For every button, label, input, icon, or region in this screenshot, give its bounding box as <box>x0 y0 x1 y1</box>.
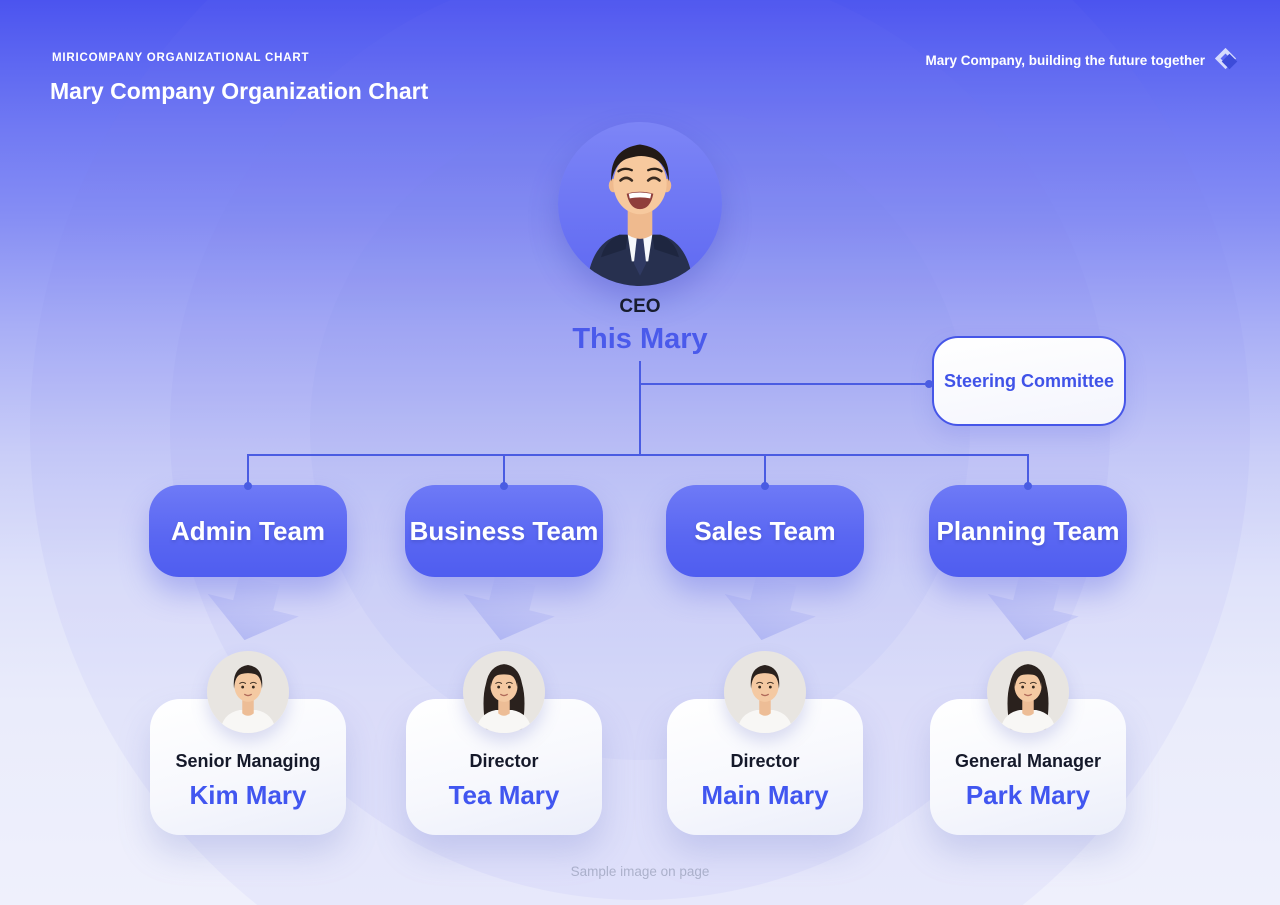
connector-dot-steering <box>925 380 933 388</box>
member-role: General Manager <box>954 751 1102 771</box>
member-name: Tea Mary <box>448 780 560 810</box>
ceo-portrait-illustration <box>558 122 722 286</box>
team-box-business: Business Team <box>405 485 603 577</box>
member-role: Senior Managing <box>175 751 321 771</box>
connector-drop-planning <box>1027 455 1029 486</box>
member-avatar-park-mary <box>987 651 1069 733</box>
connector-dot-admin <box>244 482 252 490</box>
team-box-admin: Admin Team <box>149 485 347 577</box>
team-box-sales: Sales Team <box>666 485 864 577</box>
ceo-role-label: CEO <box>619 296 661 317</box>
member-name: Kim Mary <box>189 780 307 810</box>
down-arrow-planning <box>979 569 1085 652</box>
ceo-avatar <box>558 122 722 286</box>
brand-tagline-group: Mary Company, building the future togeth… <box>925 47 1240 73</box>
down-arrow-sales <box>716 569 822 652</box>
team-label: Sales Team <box>694 515 836 546</box>
team-label: Planning Team <box>936 515 1120 546</box>
footer-note: Sample image on page <box>570 864 710 879</box>
member-role: Director <box>730 751 800 771</box>
connector-branch-horizontal <box>247 454 1029 456</box>
connector-dot-business <box>500 482 508 490</box>
team-label: Business Team <box>409 515 599 546</box>
steering-committee-box: Steering Committee <box>932 336 1126 426</box>
connector-steering-horizontal <box>640 383 929 385</box>
team-label: Admin Team <box>170 515 326 546</box>
header-eyebrow: MIRICOMPANY ORGANIZATIONAL CHART <box>52 52 310 64</box>
brand-tagline: Mary Company, building the future togeth… <box>925 52 1205 68</box>
member-name: Main Mary <box>701 780 829 810</box>
connector-dot-sales <box>761 482 769 490</box>
connector-drop-business <box>503 455 505 486</box>
steering-committee-label: Steering Committee <box>943 370 1115 391</box>
connector-drop-sales <box>764 455 766 486</box>
connector-ceo-vertical <box>639 361 641 456</box>
down-arrow-business <box>455 569 561 652</box>
member-avatar-tea-mary <box>463 651 545 733</box>
diamond-logo-icon <box>1214 47 1240 73</box>
ceo-name: This Mary <box>572 323 708 355</box>
member-name: Park Mary <box>965 780 1091 810</box>
member-avatar-kim-mary <box>207 651 289 733</box>
member-role: Director <box>469 751 539 771</box>
member-avatar-main-mary <box>724 651 806 733</box>
team-box-planning: Planning Team <box>929 485 1127 577</box>
connector-drop-admin <box>247 455 249 486</box>
page-title: Mary Company Organization Chart <box>50 78 429 104</box>
connector-dot-planning <box>1024 482 1032 490</box>
down-arrow-admin <box>199 569 305 652</box>
